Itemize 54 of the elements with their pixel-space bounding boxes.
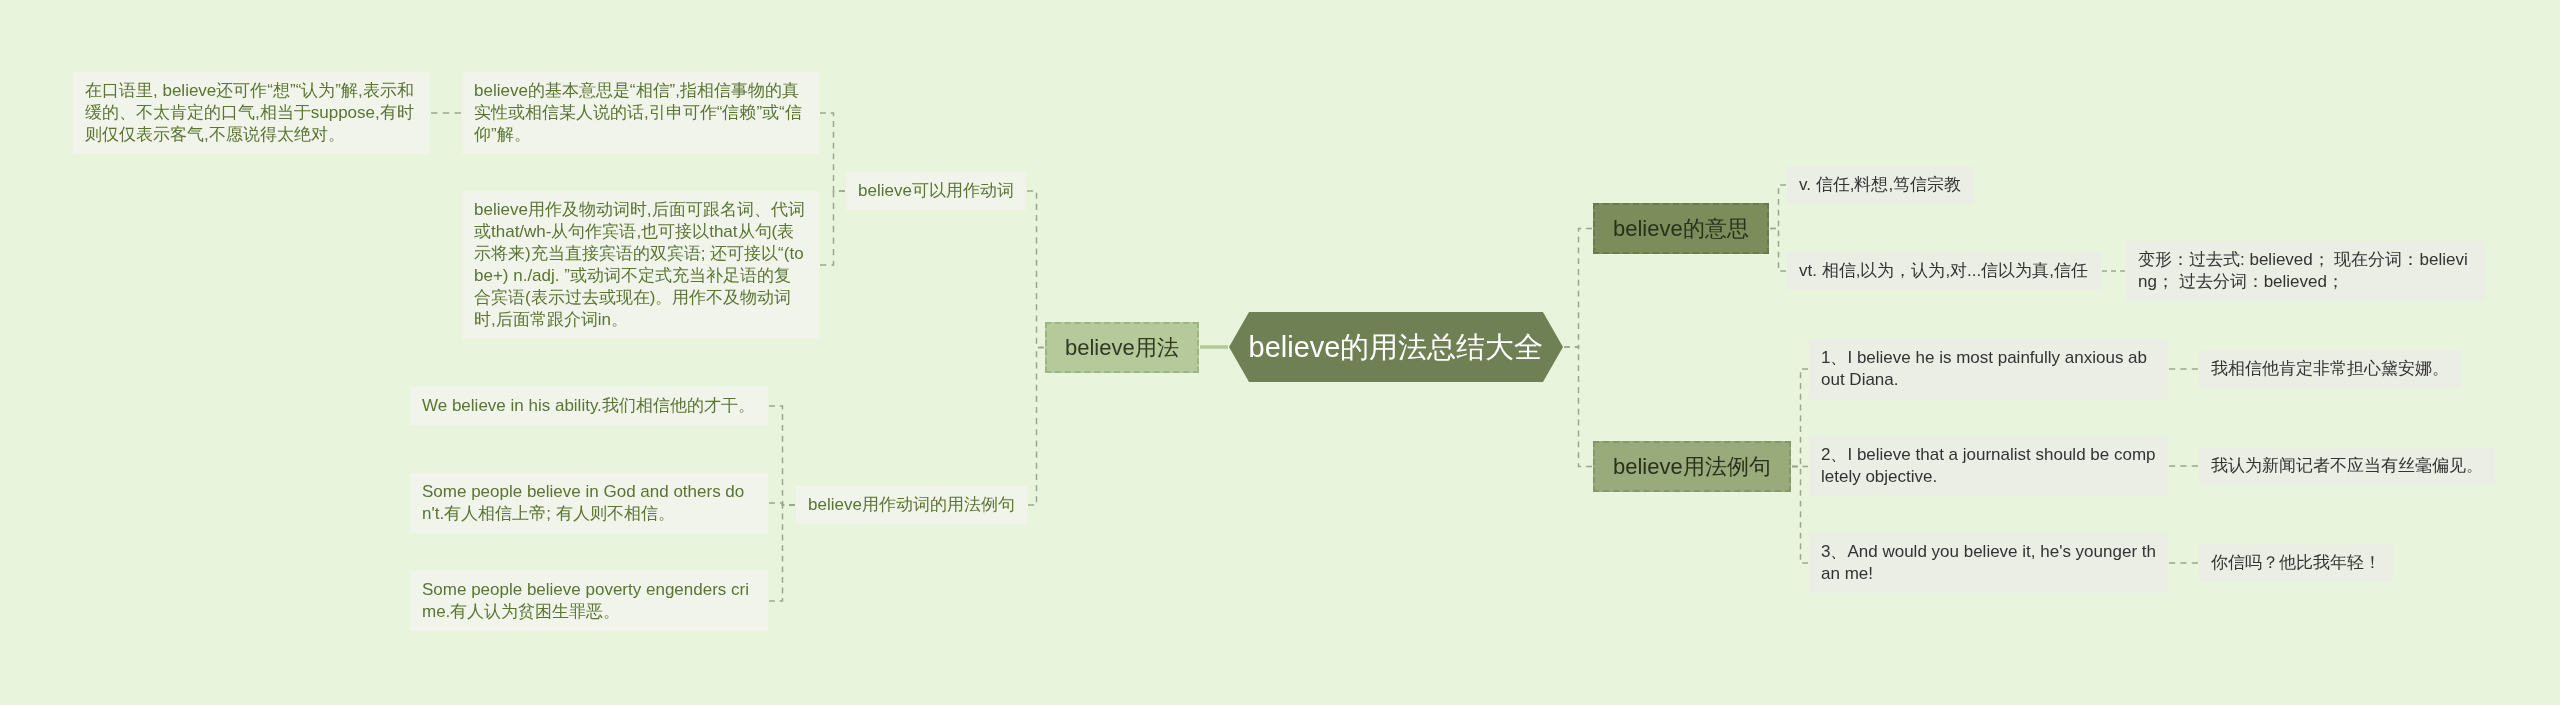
connector-line <box>1563 346 1593 468</box>
note-text: 3、And would you believe it, he's younger than me! <box>1821 541 2156 585</box>
branch-topic <box>1593 203 1769 254</box>
note-box <box>73 72 430 154</box>
note-box <box>1809 533 2168 593</box>
connector-line <box>1200 345 1228 349</box>
note-box <box>2126 241 2485 301</box>
connector-line <box>2168 465 2199 467</box>
note-text: believe的基本意思是“相信”,指相信事物的真实性或相信某人说的话,引申可作“信赖”或“信仰”解。 <box>474 80 803 146</box>
branch-topic <box>1045 322 1199 373</box>
central-topic <box>1229 312 1563 382</box>
note-box <box>410 473 768 533</box>
note-box <box>410 571 768 631</box>
subtopic-text: vt. 相信,以为，认为,对...信以为真,信任 <box>1799 260 2089 282</box>
subtopic-box <box>1787 166 1974 204</box>
topic-label: believe用法 <box>1065 334 1179 361</box>
note-box <box>462 191 819 339</box>
topic-label: believe用法例句 <box>1613 453 1771 480</box>
subtopic-box <box>1787 252 2101 290</box>
subtopic-text: believe用作动词的用法例句 <box>808 494 1015 516</box>
subtopic-box <box>2199 544 2393 582</box>
subtopic-text: believe可以用作动词 <box>858 180 1014 202</box>
subtopic-text: v. 信任,料想,笃信宗教 <box>1799 174 1962 196</box>
note-text: Some people believe poverty engenders crime.有人认为贫困生罪恶。 <box>422 579 750 623</box>
note-box <box>462 72 819 154</box>
note-text: believe用作及物动词时,后面可跟名词、代词或that/wh-从句作宾语,也可接以that从句(表示将来)充当直接宾语的双宾语; 还可接以“(to be+) n./adj. ”或动词不定式充当补足语的复合宾语(表示过去或现在)。用作不及物动词时,后面常跟介词in。 <box>474 199 806 331</box>
connector-line <box>2101 270 2126 272</box>
note-text: 2、I believe that a journalist should be completely objective. <box>1821 444 2156 488</box>
topic-label: believe的意思 <box>1613 215 1749 242</box>
connector-line <box>1791 465 1809 564</box>
subtopic-box <box>2199 447 2495 485</box>
subtopic-text: 我认为新闻记者不应当有丝毫偏见。 <box>2211 455 2483 477</box>
note-text: 在口语里, believe还可作“想”“认为”解,表示和缓的、不太肯定的口气,相当于suppose,有时则仅仅表示客气,不愿说得太绝对。 <box>85 80 415 146</box>
connector-line <box>1027 346 1045 506</box>
subtopic-text: 我相信他肯定非常担心黛安娜。 <box>2211 358 2449 380</box>
note-text: 1、I believe he is most painfully anxious about Diana. <box>1821 347 2148 391</box>
connector-line <box>768 504 796 602</box>
note-box <box>1809 436 2168 496</box>
connector-line <box>430 112 462 114</box>
subtopic-box <box>2199 350 2461 388</box>
subtopic-text: 你信吗？他比我年轻！ <box>2211 552 2381 574</box>
note-text: Some people believe in God and others don't.有人相信上帝; 有人则不相信。 <box>422 481 746 525</box>
connector-line <box>819 190 846 266</box>
topic-title: believe的用法总结大全 <box>1247 330 1545 365</box>
note-text: 变形：过去式: believed； 现在分词：believing； 过去分词：believed； <box>2138 249 2469 293</box>
connector-line <box>2168 562 2199 564</box>
note-box <box>410 387 768 425</box>
subtopic-box <box>796 486 1027 524</box>
subtopic-box <box>846 172 1026 210</box>
note-box <box>1809 339 2168 399</box>
note-text: We believe in his ability.我们相信他的才干。 <box>422 395 756 417</box>
branch-topic <box>1593 441 1791 492</box>
connector-line <box>1769 227 1787 272</box>
connector-line <box>2168 368 2199 370</box>
